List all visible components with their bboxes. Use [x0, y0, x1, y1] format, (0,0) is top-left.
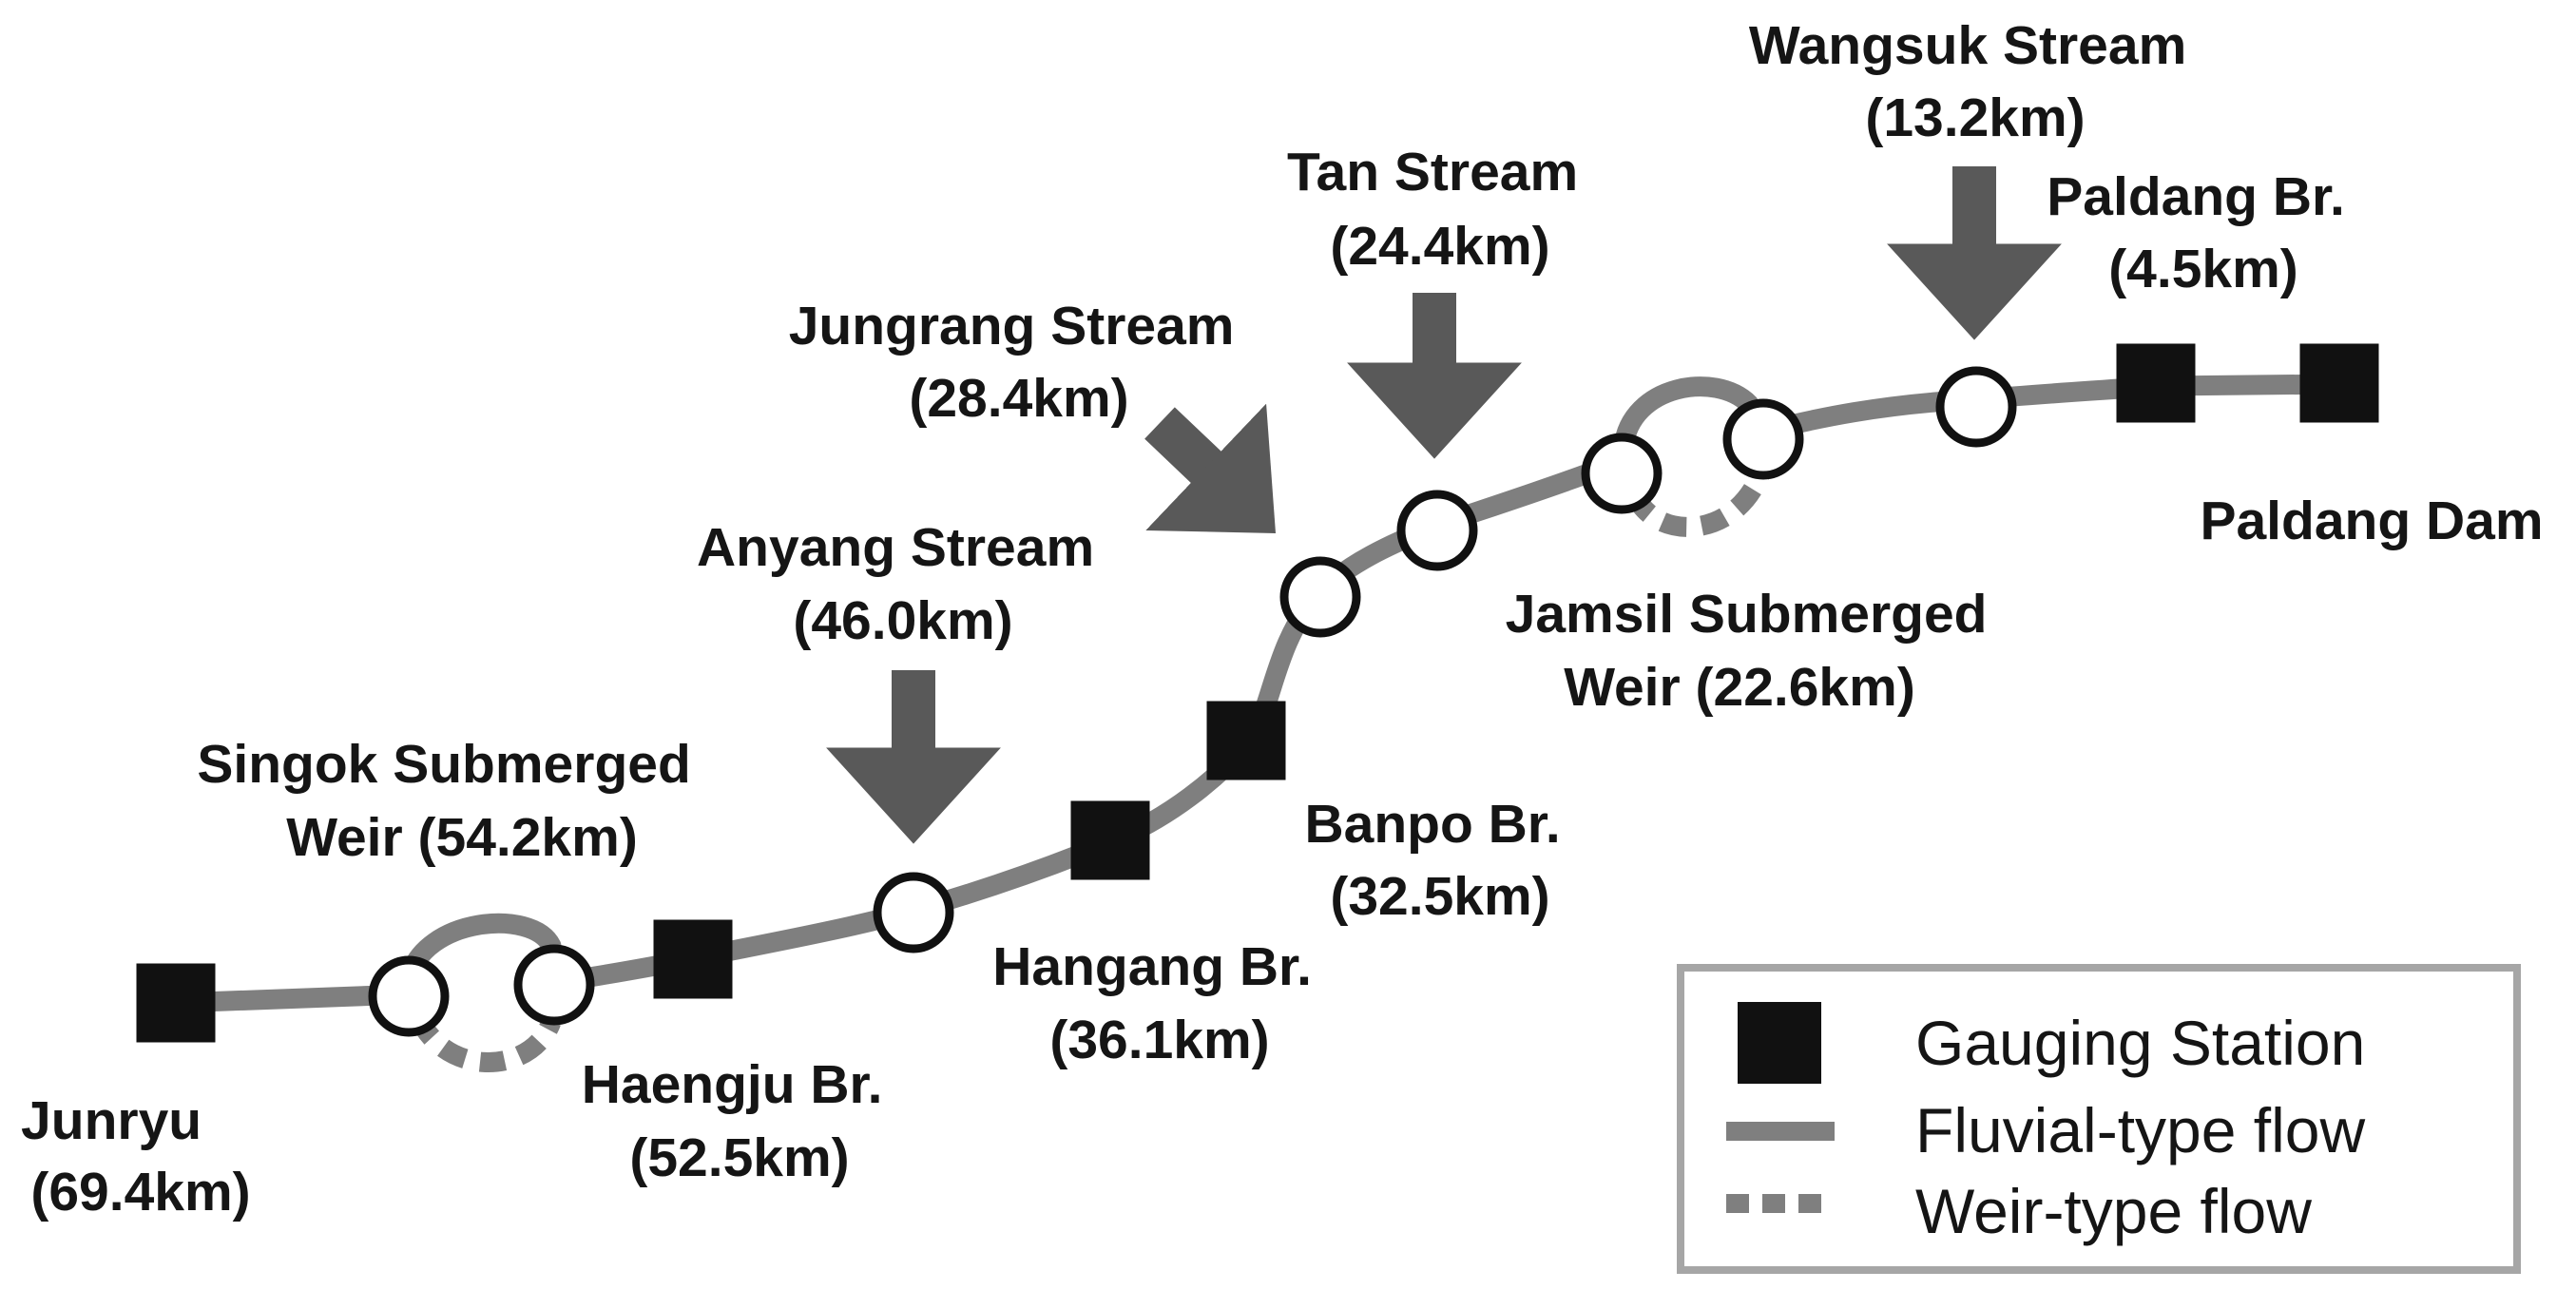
label-jamsil-weir: Jamsil Submerged Weir (22.6km): [1506, 584, 2003, 718]
river-segment: [1753, 374, 2358, 442]
node-wangsuk: [1935, 366, 2017, 448]
node-singok-1: [368, 955, 450, 1037]
node-jamsil-2: [1722, 398, 1804, 480]
legend-gauging-station-label: Gauging Station: [1915, 1008, 2365, 1078]
junction-nodes: [368, 366, 2017, 1037]
station-haengju: [653, 919, 733, 999]
jamsil-weir-arc: [1625, 462, 1774, 537]
legend-fluvial-label: Fluvial-type flow: [1915, 1095, 2365, 1165]
station-banpo: [1206, 701, 1286, 780]
label-singok-weir: Singok Submerged Weir (54.2km): [197, 734, 705, 868]
label-paldang-br: Paldang Br. (4.5km): [2047, 166, 2359, 299]
gauging-stations: [136, 343, 2379, 1043]
jamsil-bypass-arc: [1613, 376, 1759, 457]
label-anyang-stream: Anyang Stream (46.0km): [697, 517, 1109, 651]
node-jamsil-1: [1581, 433, 1663, 514]
node-singok-2: [513, 944, 595, 1026]
label-wangsuk-stream: Wangsuk Stream (13.2km): [1749, 15, 2201, 148]
label-hangang: Hangang Br. (36.1km): [992, 936, 1327, 1070]
station-paldang-dam: [2299, 343, 2379, 423]
station-paldang-br: [2116, 343, 2196, 423]
label-paldang-dam: Paldang Dam: [2200, 491, 2543, 551]
weir-flow: [409, 462, 1774, 1072]
station-hangang: [1070, 800, 1150, 880]
node-tan: [1396, 490, 1478, 571]
label-junryu: Junryu (69.4km): [21, 1090, 251, 1223]
label-haengju: Haengju Br. (52.5km): [582, 1054, 898, 1188]
legend: Gauging Station Fluvial-type flow Weir-t…: [1677, 964, 2521, 1274]
station-junryu: [136, 963, 216, 1043]
label-jungrang-stream: Jungrang Stream (28.4km): [789, 296, 1250, 429]
node-anyang: [873, 872, 954, 953]
label-tan-stream: Tan Stream (24.4km): [1287, 142, 1593, 277]
jungrang-arrow: [1144, 403, 1277, 534]
legend-weir-label: Weir-type flow: [1915, 1176, 2312, 1246]
singok-weir-arc: [409, 1012, 561, 1072]
labels: Junryu (69.4km) Singok Submerged Weir (5…: [21, 15, 2543, 1223]
tributary-arrows: [826, 166, 2062, 844]
label-banpo: Banpo Br. (32.5km): [1304, 794, 1575, 927]
legend-station-icon: [1738, 1002, 1821, 1084]
river-channel: [165, 374, 2358, 1013]
node-jungrang: [1279, 556, 1361, 638]
